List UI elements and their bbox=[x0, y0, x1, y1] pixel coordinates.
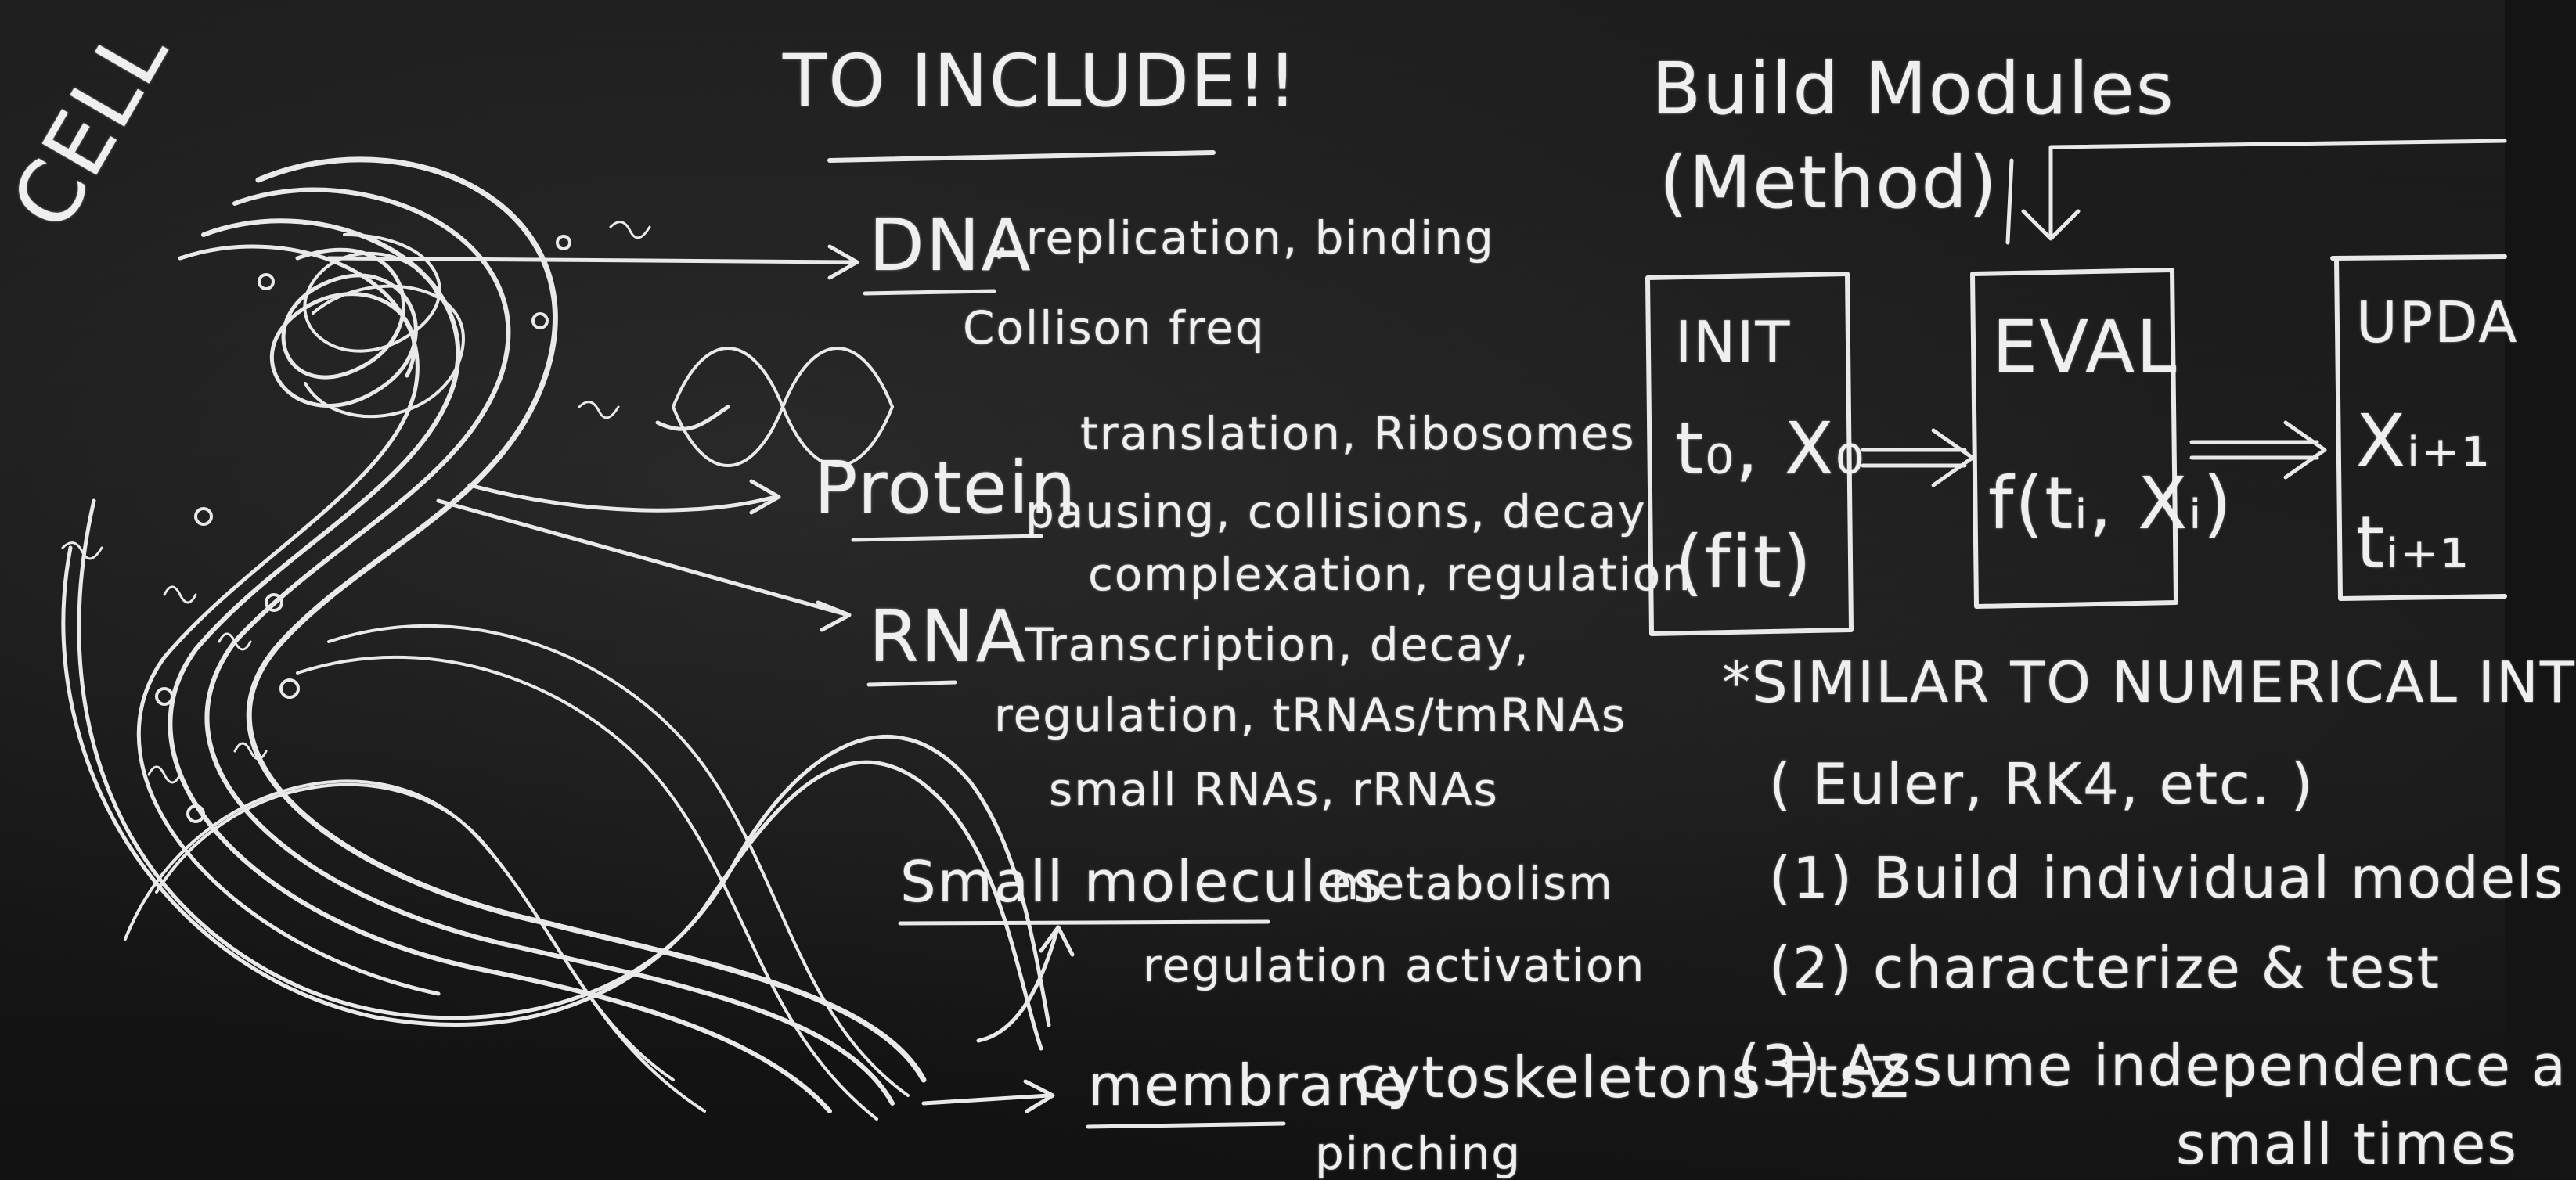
include-item-small-molecules-detail: metabolism bbox=[1331, 857, 1614, 910]
box-init-line3: (fit) bbox=[1675, 520, 1813, 604]
include-item-membrane-detail: cytoskeletons FtsZ bbox=[1354, 1045, 1911, 1110]
module-flowchart bbox=[1645, 139, 2507, 636]
include-item-membrane-title: membrane bbox=[1088, 1052, 1409, 1118]
box-update-line1: UPDA bbox=[2356, 290, 2519, 355]
include-item-small-molecules-title: Small molecules bbox=[900, 849, 1385, 915]
include-item-dna-detail: , replication, binding bbox=[994, 211, 1495, 264]
box-eval-line1: EVAL bbox=[1992, 305, 2178, 389]
include-item-rna-detail2: regulation, tRNAs/tmRNAs bbox=[994, 689, 1627, 742]
include-item-rna-detail: Transcription, decay, bbox=[1025, 618, 1530, 671]
include-item-dna-title: DNA bbox=[869, 203, 1032, 287]
box-update-line3: tᵢ₊₁ bbox=[2356, 501, 2470, 585]
include-item-protein-detail3: complexation, regulation bbox=[1088, 548, 1692, 601]
arrows bbox=[326, 244, 1075, 1113]
cell-sketch bbox=[61, 156, 1051, 1121]
include-item-dna-detail2: Collison freq bbox=[963, 301, 1266, 354]
box-update-line2: Xᵢ₊₁ bbox=[2356, 399, 2491, 483]
include-item-rna-title: RNA bbox=[869, 595, 1027, 678]
step-1: (1) Build individual models bbox=[1769, 845, 2565, 911]
box-init-line2: t₀, X₀ bbox=[1675, 407, 1866, 491]
include-item-protein-detail2: pausing, collisions, decay bbox=[1025, 485, 1647, 538]
include-item-rna-detail3: small RNAs, rRNAs bbox=[1049, 763, 1499, 816]
include-item-protein-detail: translation, Ribosomes bbox=[1080, 407, 1636, 460]
underlines bbox=[827, 150, 1286, 1129]
modules-heading: Build Modules bbox=[1652, 47, 2175, 131]
step-3: (3) Assume independence a bbox=[1738, 1033, 2567, 1099]
include-heading: TO INCLUDE!! bbox=[783, 39, 1299, 123]
step-3-cont: small times bbox=[2176, 1111, 2518, 1177]
include-item-small-molecules-detail2: regulation activation bbox=[1143, 939, 1646, 992]
box-init-line1: INIT bbox=[1675, 309, 1792, 375]
methods-note: ( Euler, RK4, etc. ) bbox=[1769, 751, 2315, 817]
include-item-membrane-detail2: pinching bbox=[1315, 1127, 1522, 1180]
step-2: (2) characterize & test bbox=[1769, 935, 2441, 1001]
box-eval-line2: f(tᵢ, Xᵢ) bbox=[1988, 462, 2233, 545]
chalk-drawings bbox=[61, 139, 2507, 1129]
modules-subheading: (Method) bbox=[1659, 141, 1998, 225]
include-item-protein-title: Protein bbox=[814, 446, 1078, 530]
similar-note: *SIMILAR TO NUMERICAL INT bbox=[1722, 649, 2576, 715]
